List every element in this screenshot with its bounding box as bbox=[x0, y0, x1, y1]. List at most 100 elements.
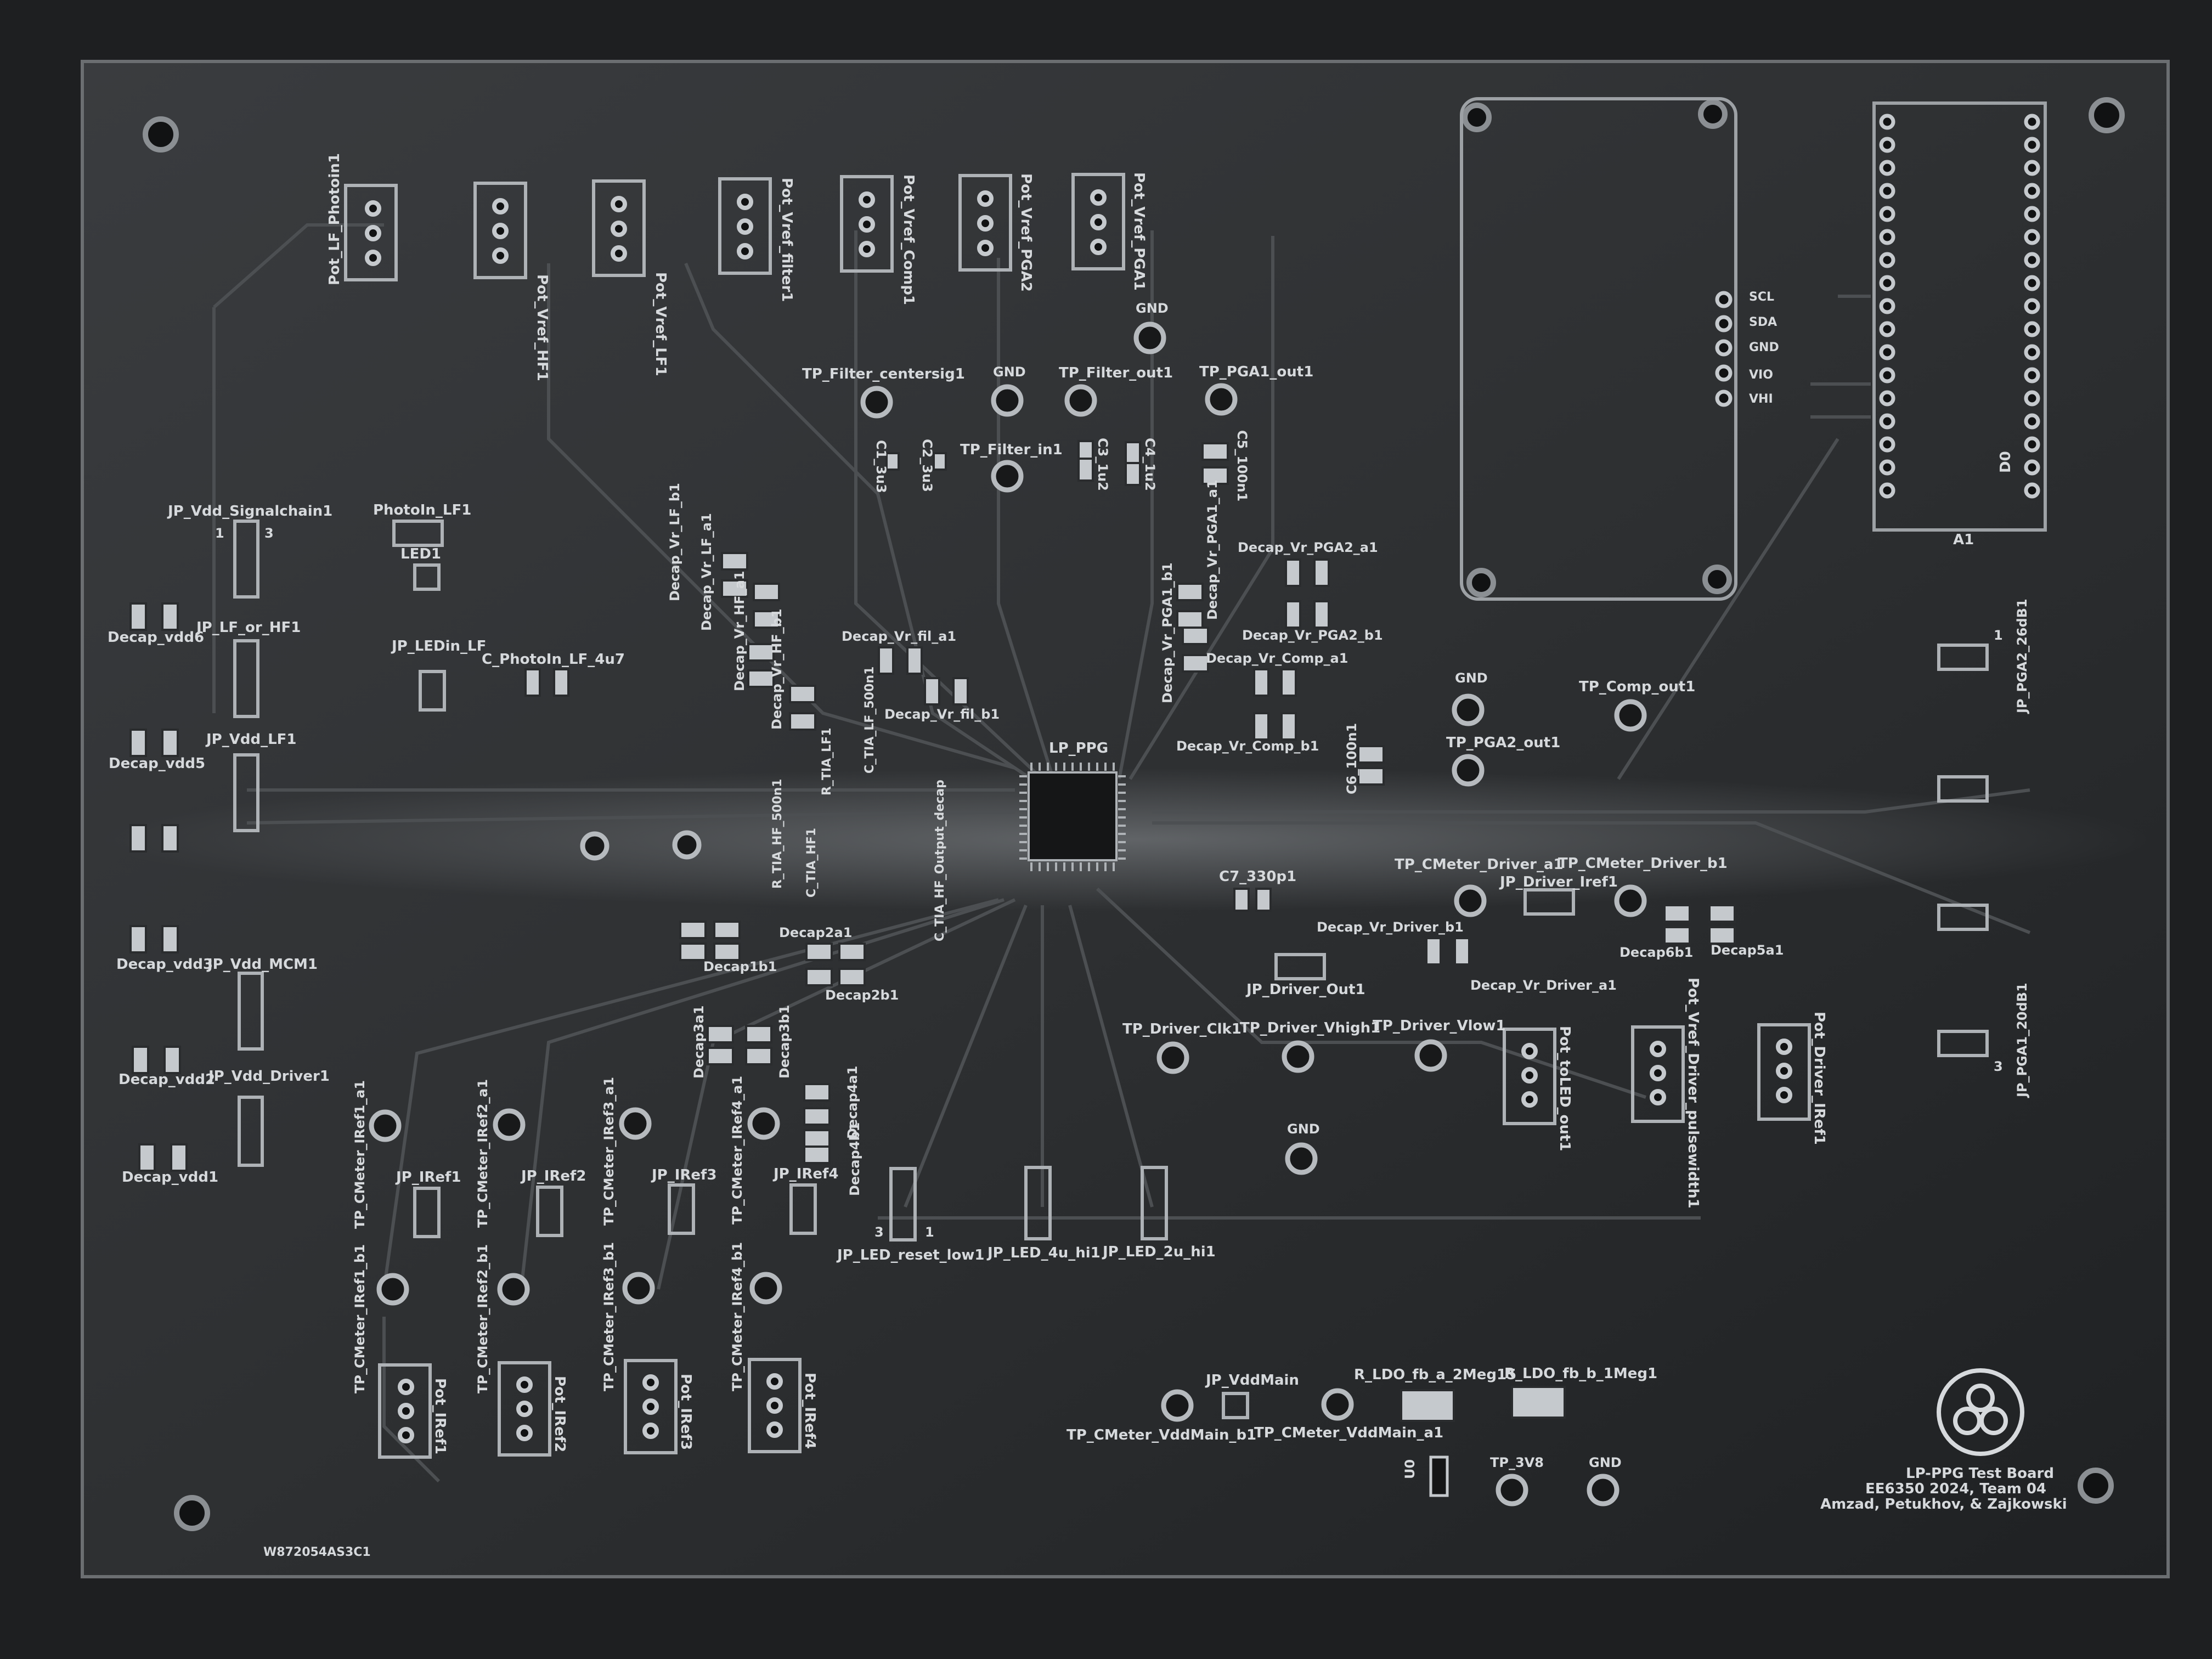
label-tp-cmeter-iref1-a1: TP_CMeter_IRef1_a1 bbox=[352, 1080, 368, 1229]
label-u0: U0 bbox=[1402, 1459, 1418, 1479]
label-pot-vref-hf1: Pot_Vref_HF1 bbox=[534, 274, 550, 381]
label-jp-lf-or-hf1: JP_LF_or_HF1 bbox=[195, 619, 301, 636]
label-lp-ppg: LP_PPG bbox=[1049, 740, 1108, 757]
label-pot-iref1: Pot_IRef1 bbox=[432, 1378, 448, 1454]
label-pin-vio: VIO bbox=[1749, 368, 1773, 382]
label-pin-scl: SCL bbox=[1749, 290, 1774, 304]
label-pot-toled-out1: Pot_toLED_out1 bbox=[1556, 1026, 1573, 1151]
label-decap-vr-fil-a1: Decap_Vr_fil_a1 bbox=[842, 629, 956, 644]
label-c-tia-hf: C_TIA_HF1 bbox=[805, 828, 819, 898]
label-decap2a1: Decap2a1 bbox=[779, 925, 852, 940]
label-decap-vr-comp-a1: Decap_Vr_Comp_a1 bbox=[1206, 651, 1348, 666]
label-tp-cmeter-vddmain-a1: TP_CMeter_VddMain_a1 bbox=[1254, 1425, 1443, 1441]
board-course: EE6350 2024, Team 04 bbox=[1865, 1481, 2046, 1497]
label-c5: C5_100n1 bbox=[1234, 430, 1250, 501]
label-pot-vref-pga2: Pot_Vref_PGA2 bbox=[1018, 173, 1034, 292]
display-module-outline bbox=[1460, 97, 1737, 601]
label-jp-iref2: JP_IRef2 bbox=[520, 1168, 586, 1184]
label-jp-ledin-lf: JP_LEDin_LF bbox=[391, 638, 486, 654]
label-tp-cmeter-iref4-b1: TP_CMeter_IRef4_b1 bbox=[730, 1242, 745, 1391]
label-decap-vr-pga2-a1: Decap_Vr_PGA2_a1 bbox=[1238, 540, 1378, 555]
label-c4: C4_1u2 bbox=[1142, 438, 1158, 491]
label-decap-vdd6: Decap_vdd6 bbox=[108, 629, 204, 646]
board-serial: W872054AS3C1 bbox=[263, 1545, 371, 1559]
label-tp-pga1-out1: TP_PGA1_out1 bbox=[1199, 364, 1313, 380]
pin-number-3-pga1: 3 bbox=[1994, 1059, 2003, 1074]
label-c7: C7_330p1 bbox=[1219, 868, 1296, 885]
pots-right bbox=[1503, 1023, 1811, 1125]
pot-pads-bottom bbox=[398, 1373, 783, 1443]
label-decap3a1: Decap3a1 bbox=[691, 1006, 707, 1079]
label-photoin-lf1: PhotoIn_LF1 bbox=[373, 502, 471, 518]
label-c2: C2_3u3 bbox=[919, 439, 935, 492]
pots-bottom bbox=[378, 1358, 802, 1459]
label-pot-vref-filter1: Pot_Vref_filter1 bbox=[778, 178, 795, 302]
label-r-ldo-fb-a: R_LDO_fb_a_2Meg15 bbox=[1354, 1367, 1516, 1383]
label-decap-vr-comp-b1: Decap_Vr_Comp_b1 bbox=[1176, 738, 1319, 754]
label-c-tia-lf: C_TIA_LF_500n1 bbox=[863, 667, 877, 774]
label-jp-iref1: JP_IRef1 bbox=[395, 1169, 461, 1186]
label-jp-vdd-lf1: JP_Vdd_LF1 bbox=[205, 731, 297, 748]
label-a1: A1 bbox=[1953, 532, 1974, 548]
mounting-holes bbox=[143, 97, 2125, 1531]
label-tp-cmeter-iref3-b1: TP_CMeter_IRef3_b1 bbox=[601, 1242, 617, 1391]
label-tp-3v8: TP_3V8 bbox=[1490, 1455, 1544, 1470]
label-c1: C1_3u3 bbox=[873, 440, 889, 493]
label-decap6b1: Decap6b1 bbox=[1620, 945, 1693, 960]
label-c-photoin-lf-4u7: C_PhotoIn_LF_4u7 bbox=[482, 651, 625, 668]
label-decap-vdd3: Decap_vdd3 bbox=[116, 956, 213, 973]
label-tp-driver-clk1: TP_Driver_Clk1 bbox=[1122, 1021, 1242, 1037]
label-pot-driver-iref1: Pot_Driver_IRef1 bbox=[1811, 1012, 1827, 1145]
label-r-tia-lf: R_TIA_LF1 bbox=[820, 727, 834, 795]
label-tp-cmeter-iref1-b1: TP_CMeter_IRef1_b1 bbox=[352, 1244, 368, 1393]
label-tp-driver-vhigh1: TP_Driver_Vhigh1 bbox=[1240, 1020, 1380, 1036]
label-decap-vr-pga1-a1: Decap_Vr_PGA1_a1 bbox=[1205, 479, 1220, 620]
label-decap-vdd2: Decap_vdd2 bbox=[119, 1071, 215, 1088]
pot-pads-top bbox=[365, 189, 1107, 266]
label-tp-cmeter-vddmain-b1: TP_CMeter_VddMain_b1 bbox=[1066, 1427, 1256, 1443]
chip-pins bbox=[1019, 763, 1126, 871]
pots-top bbox=[344, 173, 1125, 281]
label-pin-vhi: VHI bbox=[1749, 392, 1773, 406]
label-decap-vr-pga2-b1: Decap_Vr_PGA2_b1 bbox=[1242, 628, 1383, 643]
test-points bbox=[369, 321, 1647, 1506]
pin-number-1-led: 1 bbox=[925, 1224, 934, 1240]
label-r-tia-hf: R_TIA_HF_500n1 bbox=[771, 779, 785, 889]
capacitor-pads bbox=[129, 440, 1736, 1422]
label-tp-filter-in1: TP_Filter_in1 bbox=[960, 442, 1063, 458]
label-led1: LED1 bbox=[400, 546, 441, 562]
board-authors: Amzad, Petukhov, & Zajkowski bbox=[1820, 1496, 2067, 1513]
label-decap-vr-driver-b1: Decap_Vr_Driver_b1 bbox=[1317, 919, 1464, 935]
label-pin-gnd: GND bbox=[1749, 341, 1779, 354]
label-jp-vdd-driver1: JP_Vdd_Driver1 bbox=[207, 1068, 330, 1085]
label-pot-vref-driver-pulsewidth1: Pot_Vref_Driver_pulsewidth1 bbox=[1685, 978, 1701, 1209]
label-decap-vr-hf-a1: Decap_Vr_HF_a1 bbox=[732, 571, 747, 691]
label-pot-iref2: Pot_IRef2 bbox=[551, 1376, 568, 1452]
label-gnd-right: GND bbox=[1455, 670, 1488, 686]
label-pin-sda: SDA bbox=[1749, 315, 1777, 329]
label-decap-vdd5: Decap_vdd5 bbox=[109, 755, 205, 772]
label-d0: D0 bbox=[1997, 451, 2014, 473]
label-decap3b1: Decap3b1 bbox=[777, 1005, 792, 1079]
lp-ppg-chip bbox=[1028, 771, 1118, 861]
label-tp-driver-vlow1: TP_Driver_Vlow1 bbox=[1373, 1018, 1506, 1034]
label-decap-vr-lf-b1: Decap_Vr_LF_b1 bbox=[667, 483, 682, 601]
label-jp-pga2-26db1: JP_PGA2_26dB1 bbox=[2015, 599, 2030, 714]
label-jp-led-2u-hi1: JP_LED_2u_hi1 bbox=[1102, 1244, 1216, 1260]
label-decap-vr-lf-a1: Decap_Vr_LF_a1 bbox=[699, 513, 714, 631]
label-jp-pga1-20db1: JP_PGA1_20dB1 bbox=[2015, 983, 2030, 1098]
label-decap-vr-hf-b1: Decap_Vr_HF_b1 bbox=[769, 608, 785, 730]
label-jp-iref3: JP_IRef3 bbox=[651, 1167, 716, 1183]
label-tp-filter-centersig1: TP_Filter_centersig1 bbox=[802, 366, 965, 382]
label-tp-cmeter-iref2-a1: TP_CMeter_IRef2_a1 bbox=[475, 1079, 490, 1228]
silkscreen-labels: Pot_LF_Photoin1 Pot_Vref_HF1 Pot_Vref_LF… bbox=[108, 153, 2067, 1559]
label-decap1b1: Decap1b1 bbox=[703, 959, 777, 974]
label-pot-vref-pga1: Pot_Vref_PGA1 bbox=[1131, 172, 1147, 291]
pin-number-3: 3 bbox=[264, 526, 274, 541]
label-c3: C3_1u2 bbox=[1095, 438, 1110, 491]
label-decap2b1: Decap2b1 bbox=[825, 988, 899, 1003]
module-a1-outline bbox=[1872, 101, 2047, 532]
label-gnd-bottom: GND bbox=[1589, 1455, 1622, 1470]
label-tp-cmeter-driver-b1: TP_CMeter_Driver_b1 bbox=[1558, 855, 1728, 872]
label-jp-vdd-mcm1: JP_Vdd_MCM1 bbox=[206, 956, 318, 973]
